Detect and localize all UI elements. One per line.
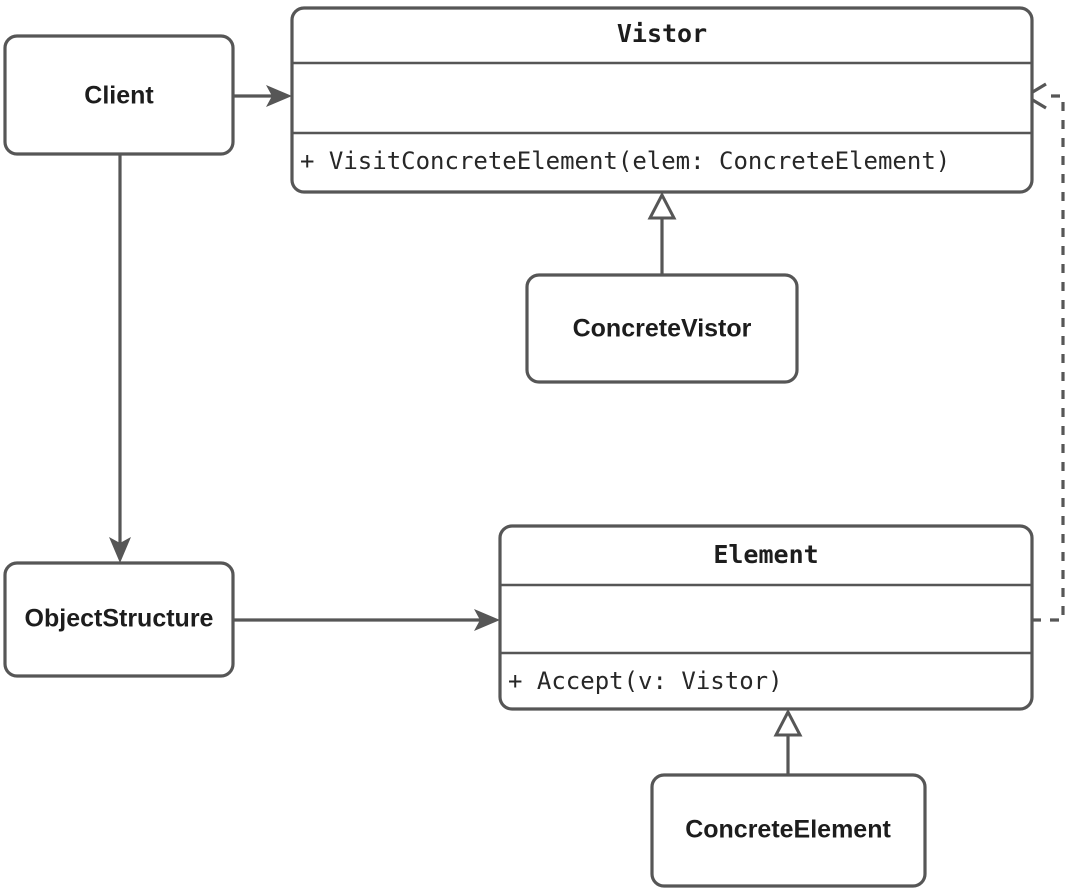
class-box-element[interactable]: Element + Accept(v: Vistor)	[498, 524, 1034, 711]
class-box-client[interactable]: Client	[3, 34, 235, 156]
arrowhead-filled	[474, 609, 500, 631]
class-box-visitor[interactable]: Vistor + VisitConcreteElement(elem: Conc…	[290, 6, 1034, 194]
class-name-object-structure: ObjectStructure	[25, 605, 214, 633]
class-box-concrete-element[interactable]: ConcreteElement	[650, 773, 927, 888]
class-name-concrete-element: ConcreteElement	[685, 816, 891, 844]
class-box-concrete-element-frame	[650, 773, 927, 888]
class-name-client: Client	[84, 82, 154, 110]
class-operation-visitor-0: + VisitConcreteElement(elem: ConcreteEle…	[300, 147, 950, 175]
edge-concreteelement-to-element	[773, 708, 803, 775]
class-box-concrete-visitor-frame	[525, 273, 799, 384]
class-name-concrete-visitor: ConcreteVistor	[573, 315, 752, 343]
class-box-concrete-visitor[interactable]: ConcreteVistor	[525, 273, 799, 384]
edge-concretevistor-to-vistor	[647, 191, 677, 275]
edge-client-to-visitor	[233, 85, 292, 107]
arrowhead-filled	[109, 537, 131, 563]
arrowhead-filled	[266, 85, 292, 107]
class-box-client-frame	[3, 34, 235, 156]
class-box-visitor-frame	[290, 6, 1034, 194]
class-operation-element-0: + Accept(v: Vistor)	[508, 667, 783, 695]
class-name-visitor: Vistor	[617, 19, 707, 48]
arrowhead-hollow-triangle	[773, 708, 803, 737]
edge-client-to-objectstructure	[109, 154, 131, 563]
edge-objectstructure-to-element	[233, 609, 500, 631]
arrowhead-hollow-triangle	[647, 191, 677, 220]
class-box-object-structure[interactable]: ObjectStructure	[3, 561, 235, 678]
class-box-element-frame	[498, 524, 1034, 711]
class-name-element: Element	[713, 540, 818, 569]
class-box-object-structure-frame	[3, 561, 235, 678]
